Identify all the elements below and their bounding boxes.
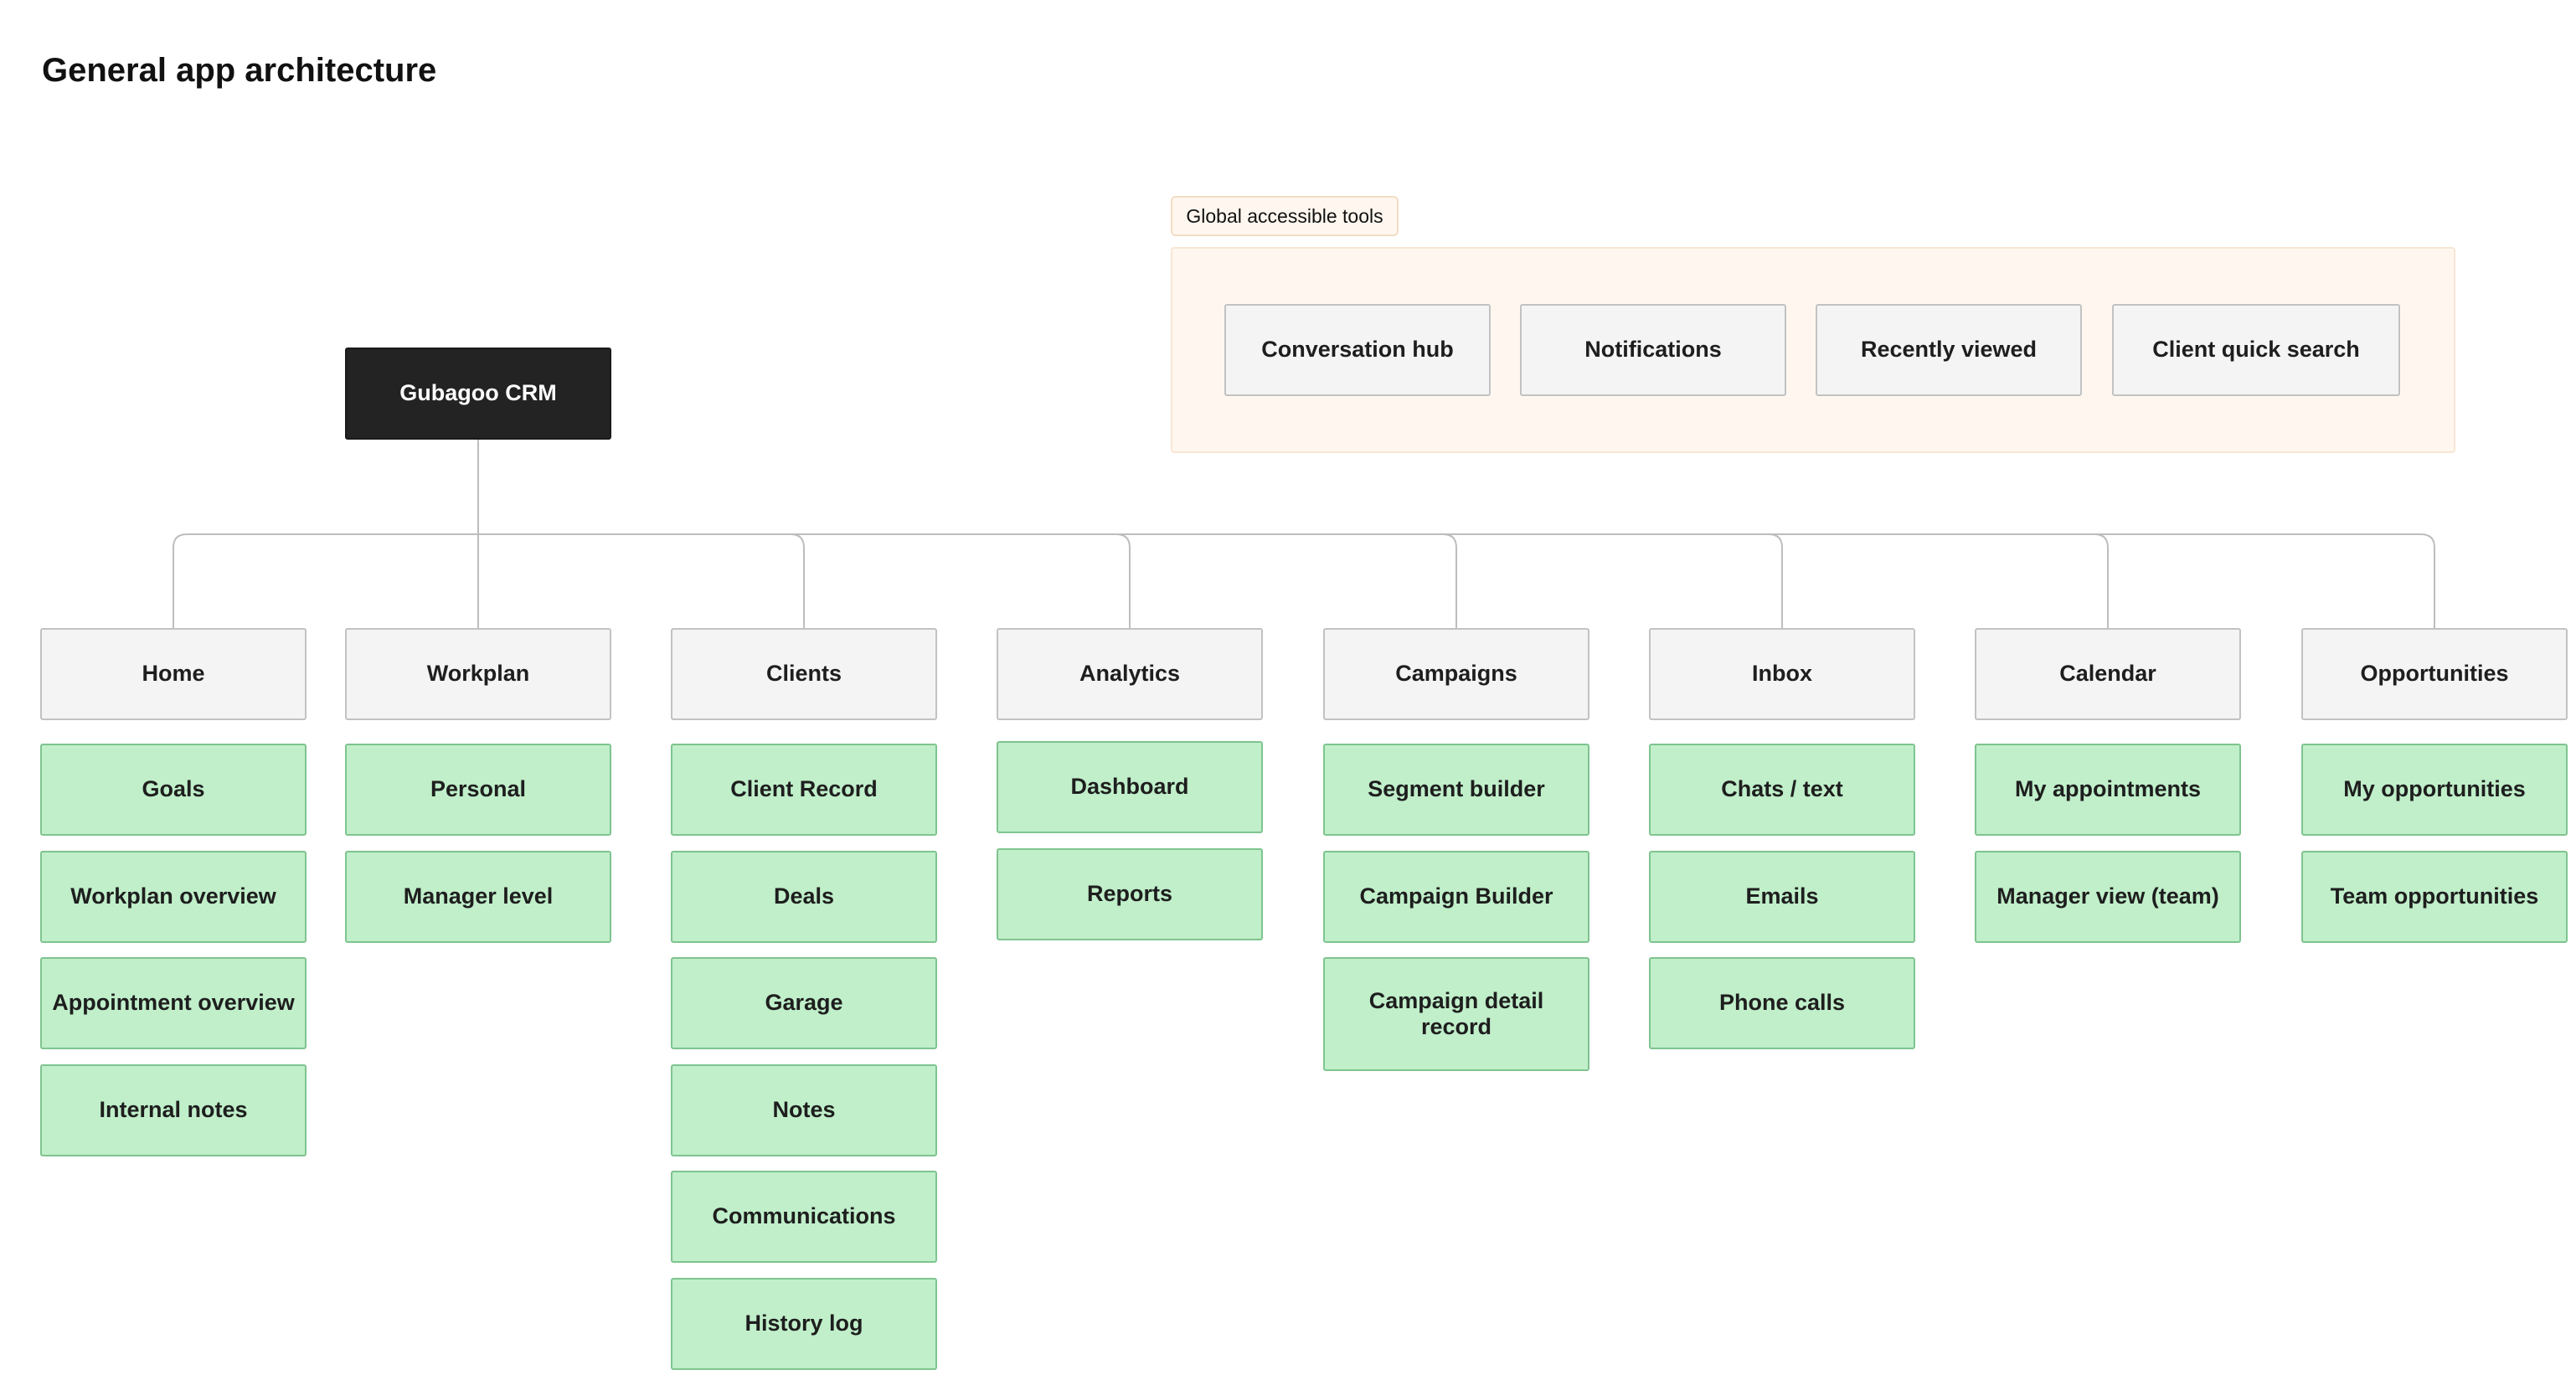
tool-conversation-hub[interactable]: Conversation hub <box>1224 304 1491 396</box>
subpage-phone-calls[interactable]: Phone calls <box>1649 957 1915 1049</box>
subpage-my-opportunities[interactable]: My opportunities <box>2301 744 2568 836</box>
subpage-manager-view-team[interactable]: Manager view (team) <box>1975 851 2241 943</box>
connector-branch-5 <box>1768 533 1783 628</box>
subpage-campaign-builder[interactable]: Campaign Builder <box>1323 851 1589 943</box>
category-analytics[interactable]: Analytics <box>997 628 1263 720</box>
subpage-internal-notes[interactable]: Internal notes <box>40 1064 307 1156</box>
subpage-chats-text[interactable]: Chats / text <box>1649 744 1915 836</box>
subpage-client-record[interactable]: Client Record <box>671 744 937 836</box>
connector-branch-4 <box>1442 533 1457 628</box>
category-inbox[interactable]: Inbox <box>1649 628 1915 720</box>
subpage-reports[interactable]: Reports <box>997 848 1263 940</box>
subpage-notes[interactable]: Notes <box>671 1064 937 1156</box>
root-node-gubagoo-crm[interactable]: Gubagoo CRM <box>345 348 611 440</box>
subpage-history-log[interactable]: History log <box>671 1278 937 1370</box>
connector-branch-3 <box>1115 533 1131 628</box>
page-title: General app architecture <box>42 52 437 89</box>
category-workplan[interactable]: Workplan <box>345 628 611 720</box>
subpage-goals[interactable]: Goals <box>40 744 307 836</box>
tool-client-quick-search[interactable]: Client quick search <box>2112 304 2400 396</box>
category-clients[interactable]: Clients <box>671 628 937 720</box>
subpage-workplan-overview[interactable]: Workplan overview <box>40 851 307 943</box>
connector-branch-2 <box>790 533 805 628</box>
subpage-manager-level[interactable]: Manager level <box>345 851 611 943</box>
subpage-personal[interactable]: Personal <box>345 744 611 836</box>
global-tools-label: Global accessible tools <box>1171 196 1399 236</box>
subpage-my-appointments[interactable]: My appointments <box>1975 744 2241 836</box>
subpage-campaign-detail-record[interactable]: Campaign detail record <box>1323 957 1589 1071</box>
category-campaigns[interactable]: Campaigns <box>1323 628 1589 720</box>
tool-notifications[interactable]: Notifications <box>1520 304 1786 396</box>
subpage-appointment-overview[interactable]: Appointment overview <box>40 957 307 1049</box>
category-home[interactable]: Home <box>40 628 307 720</box>
subpage-emails[interactable]: Emails <box>1649 851 1915 943</box>
tool-recently-viewed[interactable]: Recently viewed <box>1816 304 2082 396</box>
subpage-deals[interactable]: Deals <box>671 851 937 943</box>
category-opportunities[interactable]: Opportunities <box>2301 628 2568 720</box>
subpage-communications[interactable]: Communications <box>671 1171 937 1263</box>
subpage-team-opportunities[interactable]: Team opportunities <box>2301 851 2568 943</box>
subpage-segment-builder[interactable]: Segment builder <box>1323 744 1589 836</box>
category-calendar[interactable]: Calendar <box>1975 628 2241 720</box>
subpage-garage[interactable]: Garage <box>671 957 937 1049</box>
connector-branch-6 <box>2094 533 2109 628</box>
connector-bus <box>173 533 2435 628</box>
subpage-dashboard[interactable]: Dashboard <box>997 741 1263 833</box>
